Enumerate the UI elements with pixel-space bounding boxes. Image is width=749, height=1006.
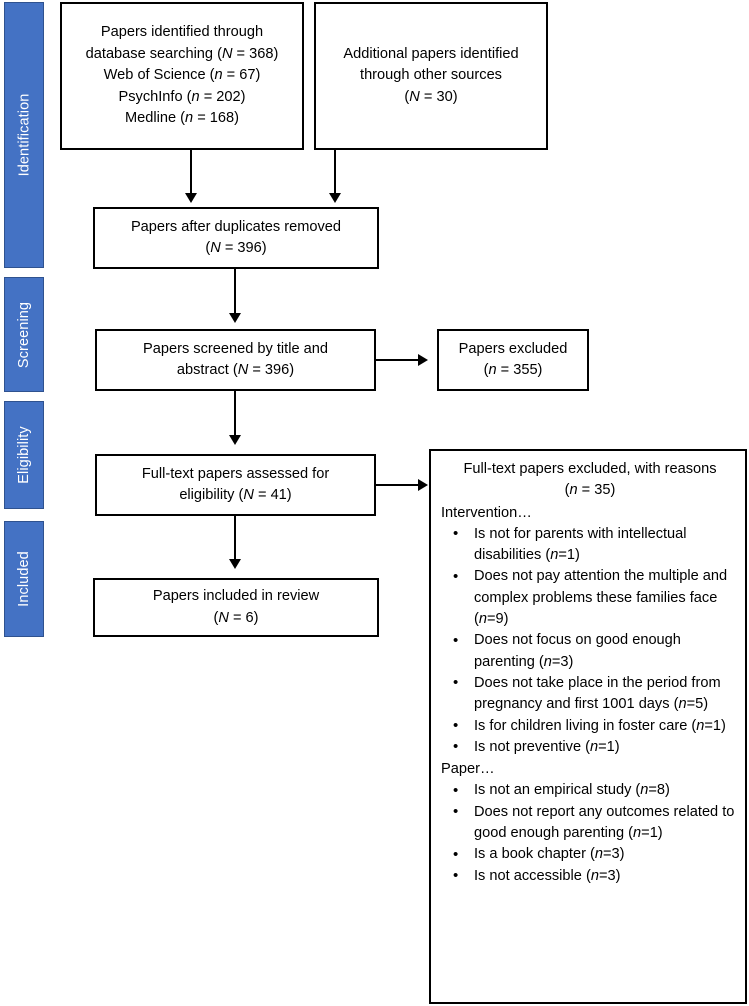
reasons-group-1-list: • Is not for parents with intellectual d…: [441, 524, 739, 758]
box-duplicates-removed: Papers after duplicates removed (N = 396…: [93, 207, 379, 269]
excl-line-2: (n = 355): [483, 362, 543, 378]
reason-item: • Does not pay attention the multiple an…: [441, 566, 739, 630]
reason-item: • Does not take place in the period from…: [441, 673, 739, 716]
fulltext-line-1: Full-text papers assessed for: [141, 465, 330, 482]
arrowhead-screened-to-excluded: [418, 354, 428, 366]
reason-item: • Does not focus on good enough parentin…: [441, 630, 739, 673]
reason-item: • Is not preventive (n=1): [441, 737, 739, 758]
reasons-group-2-list: • Is not an empirical study (n=8) • Does…: [441, 780, 739, 886]
box-database-search: Papers identified through database searc…: [60, 2, 304, 150]
stage-bar-identification: Identification: [4, 2, 44, 268]
reason-text: Does not report any outcomes related to …: [474, 803, 735, 842]
screened-line-1: Papers screened by title and: [143, 340, 328, 357]
box-other-sources-text: Additional papers identified through oth…: [337, 44, 524, 108]
box-excluded-reasons: Full-text papers excluded, with reasons …: [429, 449, 747, 1004]
box-excluded-screening-text: Papers excluded (n = 355): [453, 339, 574, 382]
connector-other-to-duplicates: [334, 150, 336, 198]
reason-text: Is not for parents with intellectual dis…: [474, 525, 687, 564]
bullet-icon: •: [453, 567, 459, 585]
db-line-3: Web of Science (n = 67): [103, 67, 261, 84]
reason-item: • Does not report any outcomes related t…: [441, 802, 739, 845]
bullet-icon: •: [453, 738, 459, 756]
box-database-search-text: Papers identified through database searc…: [80, 22, 285, 129]
db-line-4: PsychInfo (n = 202): [118, 88, 246, 105]
reasons-heading-line-2: (n = 35): [564, 482, 616, 499]
stage-label-included: Included: [16, 551, 32, 607]
box-fulltext-assessed-text: Full-text papers assessed for eligibilit…: [136, 464, 335, 507]
reason-text: Is not preventive (n=1): [474, 738, 620, 755]
box-excluded-screening: Papers excluded (n = 355): [437, 329, 589, 391]
bullet-icon: •: [453, 631, 459, 649]
connector-fulltext-to-included: [234, 516, 236, 564]
reason-text: Is for children living in foster care (n…: [474, 717, 726, 734]
reason-text: Does not pay attention the multiple and …: [474, 568, 728, 628]
dup-line-2: (N = 396): [205, 240, 267, 256]
reason-item: • Is not accessible (n=3): [441, 866, 739, 887]
bullet-icon: •: [453, 525, 459, 543]
reasons-heading-line-1: Full-text papers excluded, with reasons: [463, 461, 717, 477]
bullet-icon: •: [453, 845, 459, 863]
reason-text: Is not an empirical study (n=8): [474, 782, 670, 799]
stage-label-identification: Identification: [16, 93, 33, 177]
box-excluded-reasons-content: Full-text papers excluded, with reasons …: [431, 451, 745, 893]
reasons-group-2-label: Paper…: [441, 761, 495, 778]
bullet-icon: •: [453, 781, 459, 799]
db-line-1: Papers identified through: [100, 24, 264, 41]
reason-text: Is not accessible (n=3): [474, 867, 621, 884]
bullet-icon: •: [453, 803, 459, 821]
reason-text: Does not focus on good enough parenting …: [474, 632, 681, 670]
reason-item: • Is not an empirical study (n=8): [441, 780, 739, 801]
box-screened: Papers screened by title and abstract (N…: [95, 329, 376, 391]
box-duplicates-removed-text: Papers after duplicates removed (N = 396…: [125, 217, 347, 260]
other-line-2: through other sources: [360, 67, 502, 84]
reason-item: • Is for children living in foster care …: [441, 716, 739, 737]
bullet-icon: •: [453, 717, 459, 735]
included-line-1: Papers included in review: [152, 588, 320, 605]
dup-line-1: Papers after duplicates removed: [130, 218, 342, 235]
arrowhead-fulltext-to-reasons: [418, 479, 428, 491]
bullet-icon: •: [453, 867, 459, 885]
fulltext-line-2: eligibility (N = 41): [179, 487, 292, 503]
box-included-text: Papers included in review (N = 6): [147, 586, 325, 629]
connector-database-to-duplicates: [190, 150, 192, 198]
stage-label-eligibility: Eligibility: [16, 426, 33, 484]
arrowhead-other-to-duplicates: [329, 193, 341, 203]
db-line-5: Medline (n = 168): [125, 110, 239, 127]
reason-text: Does not take place in the period from p…: [474, 674, 721, 713]
reasons-group-1-label: Intervention…: [441, 504, 532, 521]
stage-bar-eligibility: Eligibility: [4, 401, 44, 509]
box-screened-text: Papers screened by title and abstract (N…: [137, 339, 334, 382]
box-fulltext-assessed: Full-text papers assessed for eligibilit…: [95, 454, 376, 516]
box-other-sources: Additional papers identified through oth…: [314, 2, 548, 150]
stage-label-screening: Screening: [16, 301, 33, 368]
bullet-icon: •: [453, 674, 459, 692]
db-line-2: database searching (N = 368): [85, 45, 279, 62]
connector-fulltext-to-reasons: [376, 484, 420, 486]
arrowhead-screened-to-fulltext: [229, 435, 241, 445]
other-line-3: (N = 30): [404, 88, 458, 105]
connector-screened-to-excluded: [376, 359, 420, 361]
connector-duplicates-to-screened: [234, 269, 236, 318]
arrowhead-duplicates-to-screened: [229, 313, 241, 323]
box-included: Papers included in review (N = 6): [93, 578, 379, 637]
included-line-2: (N = 6): [213, 609, 259, 626]
reason-item: • Is not for parents with intellectual d…: [441, 524, 739, 567]
stage-bar-included: Included: [4, 521, 44, 637]
excl-line-1: Papers excluded: [458, 340, 568, 357]
stage-bar-screening: Screening: [4, 277, 44, 392]
reason-item: • Is a book chapter (n=3): [441, 844, 739, 865]
connector-screened-to-fulltext: [234, 391, 236, 440]
arrowhead-database-to-duplicates: [185, 193, 197, 203]
arrowhead-fulltext-to-included: [229, 559, 241, 569]
screened-line-2: abstract (N = 396): [176, 362, 295, 378]
other-line-1: Additional papers identified: [343, 45, 519, 62]
reason-text: Is a book chapter (n=3): [474, 846, 625, 863]
